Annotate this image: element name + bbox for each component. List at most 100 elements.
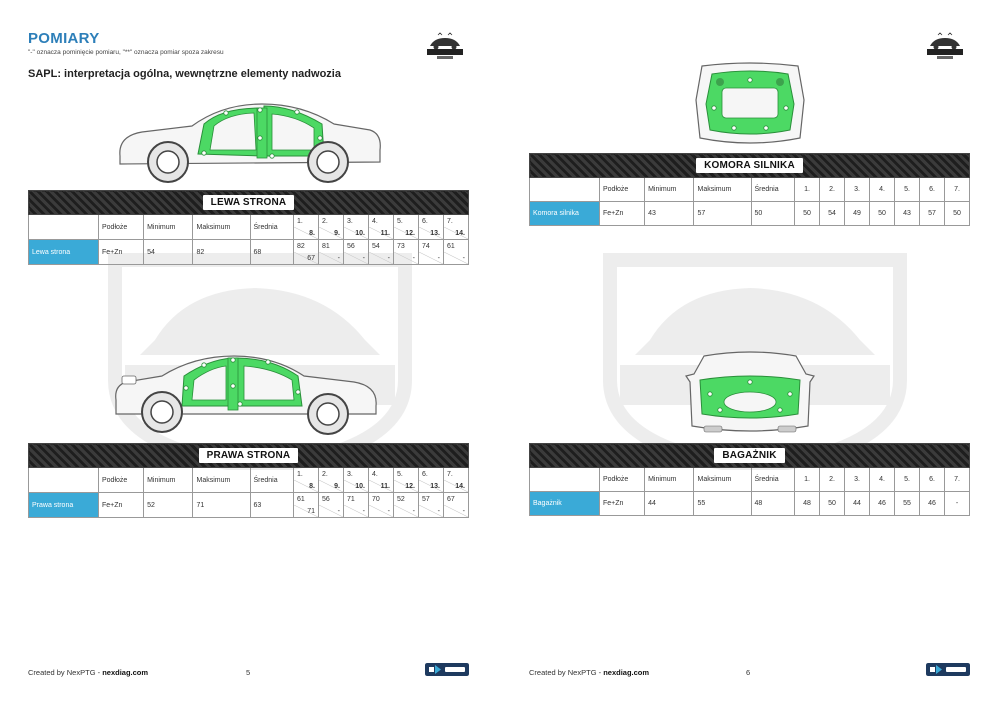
avg-value: 48 [750, 491, 795, 516]
point-label: 6.13. [418, 214, 444, 240]
report-page-5: POMIARY "-" oznacza pominięcie pomiaru, … [28, 30, 469, 677]
point-label: 4. [869, 177, 895, 202]
column-header: Minimum [644, 467, 695, 492]
min-value: 54 [143, 239, 194, 265]
point-label: 2. [819, 467, 845, 492]
point-label: 1. [794, 177, 820, 202]
point-value: 81- [318, 239, 344, 265]
table-header: KOMORA SILNIKA [529, 153, 970, 178]
measurement-legend-note: "-" oznacza pominięcie pomiaru, "**" ozn… [28, 49, 224, 56]
point-label: 4. [869, 467, 895, 492]
engine-compartment-measurements-table: KOMORA SILNIKA Podłoże Minimum Maksimum … [529, 153, 970, 226]
point-value: 46 [919, 491, 945, 516]
max-value: 55 [693, 491, 752, 516]
point-label: 1.8. [293, 467, 319, 493]
point-value: 56- [343, 239, 369, 265]
point-value: 70- [368, 492, 394, 518]
column-header: Średnia [249, 467, 294, 493]
avg-value: 50 [750, 201, 795, 226]
column-header: Maksimum [192, 467, 251, 493]
column-header: Minimum [143, 214, 194, 240]
point-label: 2.9. [318, 214, 344, 240]
point-value: 44 [844, 491, 870, 516]
column-header: Minimum [644, 177, 695, 202]
min-value: 43 [644, 201, 695, 226]
point-value: 61- [443, 239, 469, 265]
column-header: Maksimum [693, 467, 752, 492]
substrate-value: Fe+Zn [598, 201, 646, 226]
page-number: 5 [246, 668, 251, 677]
table-header: LEWA STRONA [28, 190, 469, 215]
max-value: 57 [693, 201, 752, 226]
point-value: 71- [343, 492, 369, 518]
point-value: 52- [393, 492, 419, 518]
nexdiag-logo-icon [926, 663, 970, 676]
point-value: 46 [869, 491, 895, 516]
avg-value: 68 [249, 239, 294, 265]
point-value: 54- [368, 239, 394, 265]
point-value: 57- [418, 492, 444, 518]
point-value: 57 [919, 201, 945, 226]
point-value: 54 [819, 201, 845, 226]
point-label: 7. [944, 467, 970, 492]
point-value: 50 [944, 201, 970, 226]
page-title: POMIARY [28, 30, 100, 47]
point-label: 3. [844, 177, 870, 202]
column-header: Maksimum [192, 214, 251, 240]
nexdiag-link[interactable]: nexdiag.com [603, 668, 650, 677]
point-label: 5.12. [393, 214, 419, 240]
point-value: 55 [894, 491, 920, 516]
right-side-car-diagram [115, 355, 377, 435]
point-value: 50 [869, 201, 895, 226]
row-label: Prawa strona [28, 492, 99, 518]
min-value: 44 [644, 491, 695, 516]
right-side-measurements-table: PRAWA STRONA Podłoże Minimum Maksimum Śr… [28, 443, 469, 518]
column-header: Podłoże [97, 467, 145, 493]
min-value: 52 [143, 492, 194, 518]
point-value: 67- [443, 492, 469, 518]
ft-automotive-logo-icon [427, 32, 463, 59]
point-value: 50 [819, 491, 845, 516]
point-value: - [944, 491, 970, 516]
column-header: Średnia [750, 467, 795, 492]
column-header: Podłoże [598, 177, 646, 202]
substrate-value: Fe+Zn [598, 491, 646, 516]
point-label: 4.11. [368, 467, 394, 493]
avg-value: 63 [249, 492, 294, 518]
point-value: 50 [794, 201, 820, 226]
point-value: 74- [418, 239, 444, 265]
point-value: 56- [318, 492, 344, 518]
point-label: 5.12. [393, 467, 419, 493]
ft-automotive-logo-icon [927, 32, 963, 59]
point-label: 5. [894, 177, 920, 202]
footer-credit: Created by NexPTG - nexdiag.com [28, 668, 149, 677]
column-header: Średnia [750, 177, 795, 202]
point-label: 5. [894, 467, 920, 492]
column-header: Maksimum [693, 177, 752, 202]
max-value: 82 [192, 239, 251, 265]
point-label: 6. [919, 177, 945, 202]
left-side-car-diagram [119, 103, 381, 183]
point-label: 1.8. [293, 214, 319, 240]
point-label: 3.10. [343, 214, 369, 240]
point-value: 48 [794, 491, 820, 516]
column-header: Podłoże [97, 214, 145, 240]
point-label: 6.13. [418, 467, 444, 493]
point-value: 49 [844, 201, 870, 226]
point-label: 6. [919, 467, 945, 492]
point-label: 3.10. [343, 467, 369, 493]
point-label: 7. [944, 177, 970, 202]
substrate-value: Fe+Zn [97, 492, 145, 518]
column-header: Podłoże [598, 467, 646, 492]
page-number: 6 [746, 668, 751, 677]
point-label: 1. [794, 467, 820, 492]
nexdiag-link[interactable]: nexdiag.com [102, 668, 149, 677]
point-label: 2. [819, 177, 845, 202]
footer-credit: Created by NexPTG - nexdiag.com [529, 668, 650, 677]
point-label: 4.11. [368, 214, 394, 240]
table-header: BAGAŻNIK [529, 443, 970, 468]
row-label: Lewa strona [28, 239, 99, 265]
point-label: 2.9. [318, 467, 344, 493]
